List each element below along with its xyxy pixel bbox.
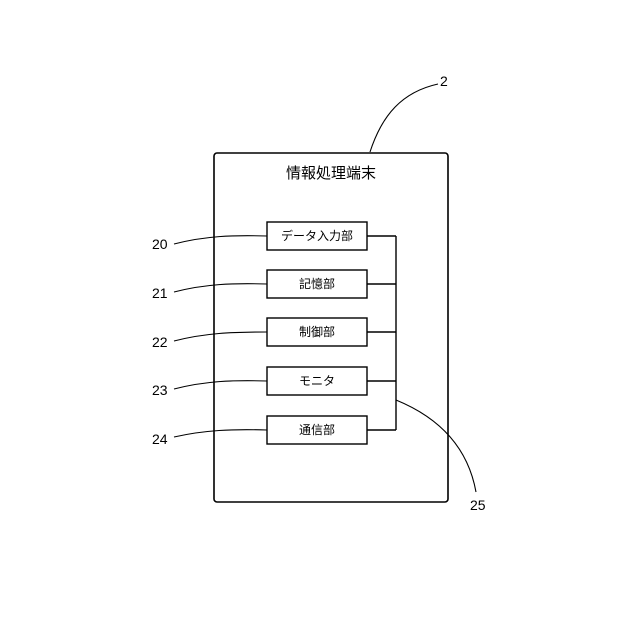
component-label: データ入力部 [281, 228, 353, 243]
component-control: 制御部 [267, 318, 367, 346]
component-label: 制御部 [299, 324, 335, 339]
component-ref-label: 20 [152, 236, 168, 252]
component-ref-label: 22 [152, 334, 168, 350]
terminal-title: 情報処理端末 [286, 164, 376, 182]
component-communication: 通信部 [267, 416, 367, 444]
terminal-ref-leader [370, 84, 438, 152]
component-ref-label: 23 [152, 382, 168, 398]
component-ref-label: 24 [152, 431, 168, 447]
bus-ref-label: 25 [470, 497, 486, 513]
component-label: 通信部 [299, 422, 335, 437]
component-storage: 記憶部 [267, 270, 367, 298]
component-label: 記憶部 [299, 276, 335, 291]
component-data-input: データ入力部 [267, 222, 367, 250]
component-label: モニタ [299, 374, 335, 388]
component-ref-label: 21 [152, 285, 168, 301]
component-monitor: モニタ [267, 367, 367, 395]
terminal-ref-label: 2 [440, 73, 448, 89]
